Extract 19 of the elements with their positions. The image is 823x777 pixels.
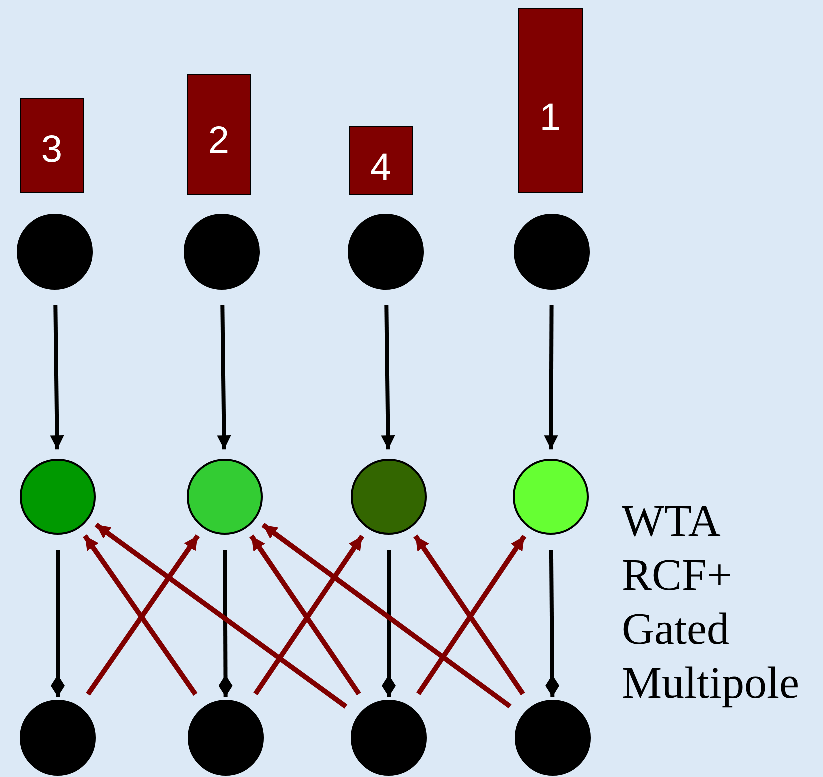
diamond-connector (51, 550, 65, 697)
activation-bar (20, 98, 84, 193)
activation-bar (187, 74, 251, 195)
arrow (262, 523, 512, 709)
bar-number: 3 (41, 129, 63, 171)
arrow (94, 522, 348, 709)
diamond-connector (546, 550, 560, 698)
bar-number: 2 (208, 120, 230, 162)
arrow (50, 304, 64, 450)
bar-number: 4 (370, 147, 392, 189)
bar-number: 1 (540, 97, 562, 139)
activation-bar (518, 8, 583, 193)
arrow (544, 305, 558, 450)
diamond-connector (382, 550, 396, 697)
arrow (217, 304, 232, 450)
model-label: WTA RCF+ Gated Multipole (622, 495, 800, 710)
diamond-connector (218, 550, 233, 697)
arrow (381, 304, 396, 450)
activation-bar (349, 126, 413, 195)
